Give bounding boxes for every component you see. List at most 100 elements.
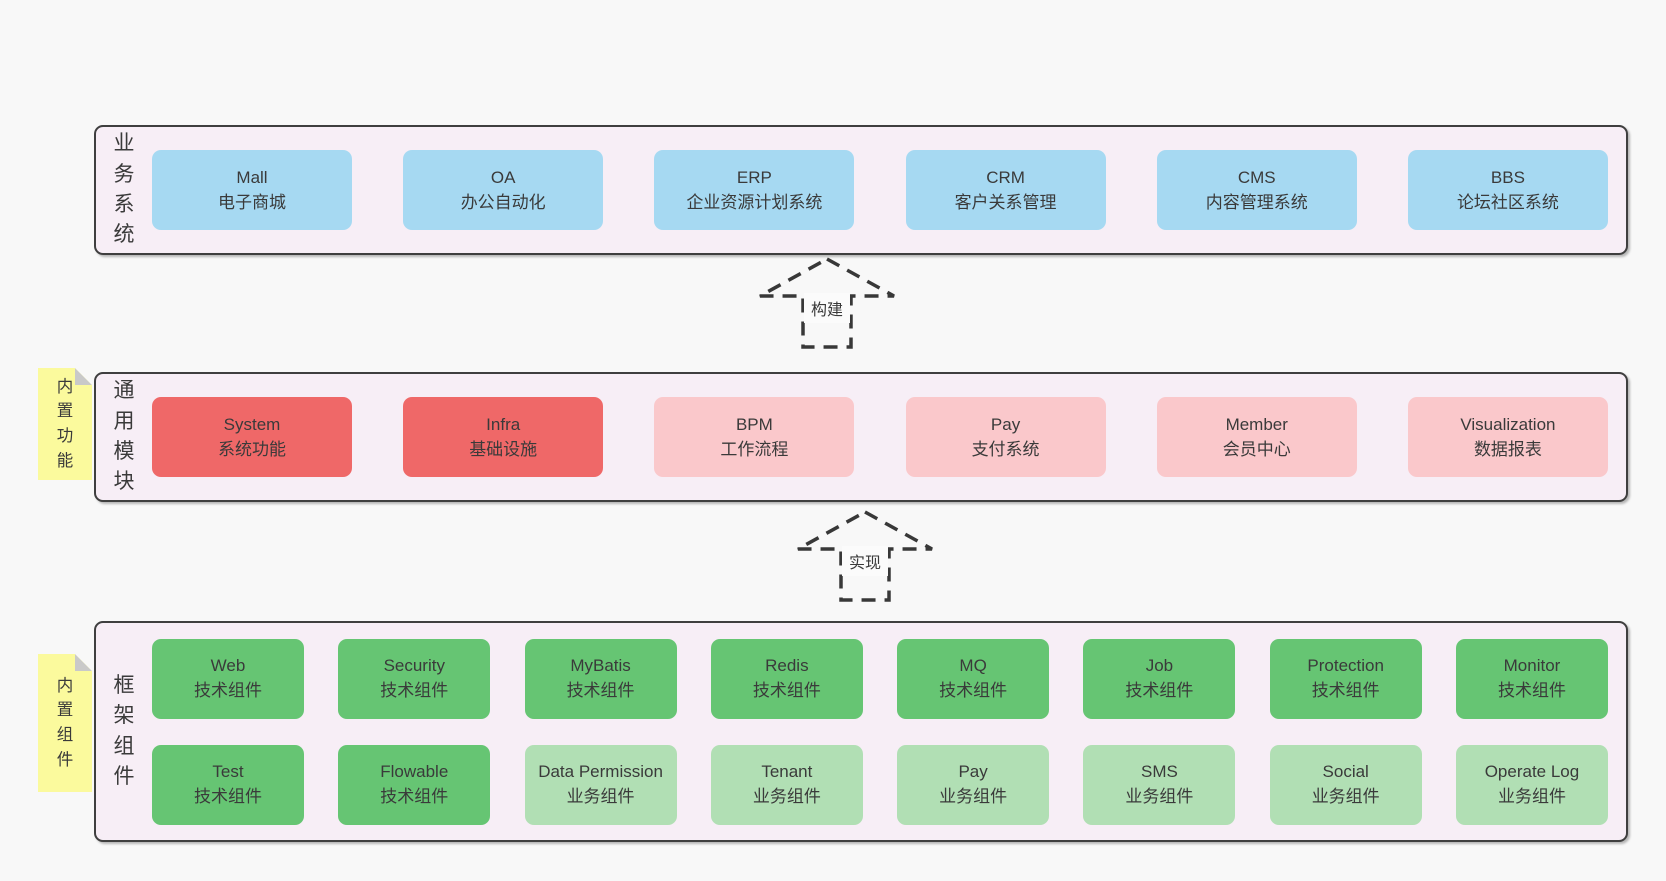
band-common-modules: 通用模块 System 系统功能 Infra 基础设施 BPM 工作流程 Pay… xyxy=(94,372,1628,502)
band-label: 框架组件 xyxy=(113,673,135,788)
box-subtitle: 技术组件 xyxy=(1311,680,1380,700)
box-subtitle: 技术组件 xyxy=(380,786,449,806)
box-data-permission: Data Permission 业务组件 xyxy=(524,744,677,825)
box-title: OA xyxy=(490,167,516,187)
band-common-modules-content: System 系统功能 Infra 基础设施 BPM 工作流程 Pay 支付系统… xyxy=(152,374,1626,500)
box-visualization: Visualization 数据报表 xyxy=(1407,397,1608,477)
box-tenant: Tenant 业务组件 xyxy=(710,744,863,825)
box-subtitle: 业务组件 xyxy=(1125,786,1194,806)
box-title: Redis xyxy=(765,656,809,676)
arrow-implement-label: 实现 xyxy=(841,546,889,576)
box-social: Social 业务组件 xyxy=(1269,744,1422,825)
box-title: CMS xyxy=(1237,167,1276,187)
box-pay-module: Pay 支付系统 xyxy=(905,397,1106,477)
box-subtitle: 工作流程 xyxy=(720,440,789,459)
box-subtitle: 技术组件 xyxy=(752,680,821,700)
box-subtitle: 技术组件 xyxy=(380,680,449,700)
box-flowable: Flowable 技术组件 xyxy=(338,744,491,825)
box-subtitle: 技术组件 xyxy=(194,680,262,700)
dashed-up-arrow-icon xyxy=(797,510,933,602)
band-framework-components-label-col: 框架组件 xyxy=(96,623,152,840)
box-subtitle: 内容管理系统 xyxy=(1205,193,1308,212)
box-infra: Infra 基础设施 xyxy=(403,397,604,477)
box-subtitle: 数据报表 xyxy=(1473,440,1542,459)
box-job: Job 技术组件 xyxy=(1083,638,1236,719)
box-erp: ERP 企业资源计划系统 xyxy=(654,150,855,230)
arrow-build-label: 构建 xyxy=(803,293,851,323)
sticky-built-in-components: 内置组件 xyxy=(38,654,92,792)
box-title: Data Permission xyxy=(538,762,663,782)
band-business-systems-content: Mall 电子商城 OA 办公自动化 ERP 企业资源计划系统 CRM 客户关系… xyxy=(152,127,1626,253)
arrow-build: 构建 xyxy=(757,257,897,349)
sticky-label: 内置功能 xyxy=(56,377,74,470)
box-mall: Mall 电子商城 xyxy=(152,150,352,230)
box-subtitle: 支付系统 xyxy=(971,440,1040,459)
box-title: Monitor xyxy=(1503,656,1561,676)
folded-corner-icon xyxy=(75,368,92,385)
box-title: Pay xyxy=(990,414,1021,434)
box-title: CRM xyxy=(986,167,1025,187)
box-system: System 系统功能 xyxy=(152,397,352,477)
box-subtitle: 论坛社区系统 xyxy=(1456,193,1559,212)
box-title: Visualization xyxy=(1460,414,1556,434)
box-title: BBS xyxy=(1490,167,1525,187)
box-cms: CMS 内容管理系统 xyxy=(1156,150,1357,230)
sticky-built-in-features: 内置功能 xyxy=(38,368,92,480)
band-business-systems-label-col: 业务系统 xyxy=(96,127,152,253)
box-title: Test xyxy=(212,762,244,782)
box-crm: CRM 客户关系管理 xyxy=(905,150,1106,230)
box-title: MQ xyxy=(959,656,987,676)
box-title: MyBatis xyxy=(570,656,631,676)
box-member: Member 会员中心 xyxy=(1156,397,1357,477)
box-security: Security 技术组件 xyxy=(338,638,491,719)
box-subtitle: 业务组件 xyxy=(752,786,821,806)
box-pay-component: Pay 业务组件 xyxy=(897,744,1050,825)
box-web: Web 技术组件 xyxy=(152,638,304,719)
box-mybatis: MyBatis 技术组件 xyxy=(524,638,677,719)
band-label: 业务系统 xyxy=(113,132,135,247)
box-title: System xyxy=(223,414,281,434)
box-monitor: Monitor 技术组件 xyxy=(1455,638,1608,719)
box-title: Flowable xyxy=(380,762,449,782)
framework-row-2: Test 技术组件 Flowable 技术组件 Data Permission … xyxy=(152,744,1608,825)
framework-row-1: Web 技术组件 Security 技术组件 MyBatis 技术组件 Redi… xyxy=(152,638,1608,719)
box-title: Job xyxy=(1145,656,1174,676)
box-subtitle: 技术组件 xyxy=(194,786,262,806)
box-subtitle: 企业资源计划系统 xyxy=(686,193,823,212)
box-subtitle: 系统功能 xyxy=(218,440,286,459)
box-bbs: BBS 论坛社区系统 xyxy=(1407,150,1608,230)
box-title: ERP xyxy=(736,167,772,187)
box-protection: Protection 技术组件 xyxy=(1269,638,1422,719)
arrow-implement: 实现 xyxy=(795,510,935,602)
dashed-up-arrow-icon xyxy=(759,257,895,349)
box-title: Social xyxy=(1322,762,1369,782)
band-framework-components-content: Web 技术组件 Security 技术组件 MyBatis 技术组件 Redi… xyxy=(152,623,1626,840)
box-oa: OA 办公自动化 xyxy=(403,150,604,230)
box-title: Operate Log xyxy=(1484,762,1580,782)
box-mq: MQ 技术组件 xyxy=(897,638,1050,719)
box-title: Security xyxy=(383,656,445,676)
box-title: Pay xyxy=(958,762,988,782)
box-title: Member xyxy=(1225,414,1288,434)
box-title: BPM xyxy=(735,414,773,434)
band-label: 通用模块 xyxy=(113,379,135,494)
box-subtitle: 客户关系管理 xyxy=(954,193,1057,212)
box-title: Mall xyxy=(236,167,268,187)
box-subtitle: 技术组件 xyxy=(566,680,635,700)
box-subtitle: 基础设施 xyxy=(469,440,538,459)
box-subtitle: 技术组件 xyxy=(1125,680,1194,700)
box-subtitle: 技术组件 xyxy=(1497,680,1566,700)
box-subtitle: 业务组件 xyxy=(1311,786,1380,806)
box-sms: SMS 业务组件 xyxy=(1083,744,1236,825)
band-framework-components: 框架组件 Web 技术组件 Security 技术组件 MyBatis 技术组件… xyxy=(94,621,1628,842)
box-title: Tenant xyxy=(761,762,813,782)
box-title: SMS xyxy=(1140,762,1178,782)
box-title: Infra xyxy=(486,414,521,434)
box-subtitle: 业务组件 xyxy=(566,786,635,806)
box-subtitle: 技术组件 xyxy=(939,680,1008,700)
box-bpm: BPM 工作流程 xyxy=(654,397,855,477)
box-subtitle: 电子商城 xyxy=(218,193,286,212)
box-subtitle: 业务组件 xyxy=(939,786,1008,806)
box-subtitle: 会员中心 xyxy=(1222,440,1291,459)
